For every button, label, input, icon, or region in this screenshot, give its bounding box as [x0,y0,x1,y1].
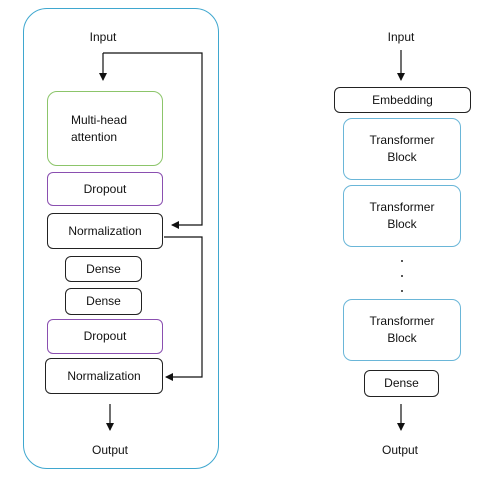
left-output-label: Output [91,443,129,457]
normalization-label-2: Normalization [67,368,141,383]
normalization-box-1: Normalization [47,213,163,249]
ellipsis-dot-3 [401,290,403,292]
dense-label-right: Dense [384,376,419,390]
right-input-label: Input [387,30,415,44]
dense-box-1: Dense [65,256,142,282]
ellipsis-dot-2 [401,275,403,277]
multi-head-attention-box: Multi-head attention [47,91,163,166]
embedding-label: Embedding [372,92,433,107]
transformer-block-3: Transformer Block [343,299,461,361]
residual-connection-2 [164,236,203,381]
dense-label-1: Dense [86,261,121,276]
dropout-box-1: Dropout [47,172,163,206]
right-output-label: Output [381,443,419,457]
ellipsis-dot-1 [401,260,403,262]
transformer-block-1: Transformer Block [343,118,461,180]
dropout-label-2: Dropout [83,329,127,343]
dense-box-2: Dense [65,288,142,315]
embedding-box: Embedding [334,87,471,113]
normalization-box-2: Normalization [45,358,163,394]
transformer-block-label-3: Transformer Block [369,314,435,345]
dropout-label-1: Dropout [83,181,127,196]
residual-connection-1 [103,52,203,229]
dense-label-2: Dense [86,294,121,308]
normalization-label-1: Normalization [68,223,142,238]
multi-head-attention-label: Multi-head attention [71,112,128,144]
transformer-block-container [23,8,219,469]
dense-box-right: Dense [364,370,439,397]
transformer-block-2: Transformer Block [343,185,461,247]
transformer-block-label-1: Transformer Block [369,133,435,164]
transformer-block-label-2: Transformer Block [369,200,435,231]
dropout-box-2: Dropout [47,319,163,354]
left-input-label: Input [89,30,117,44]
